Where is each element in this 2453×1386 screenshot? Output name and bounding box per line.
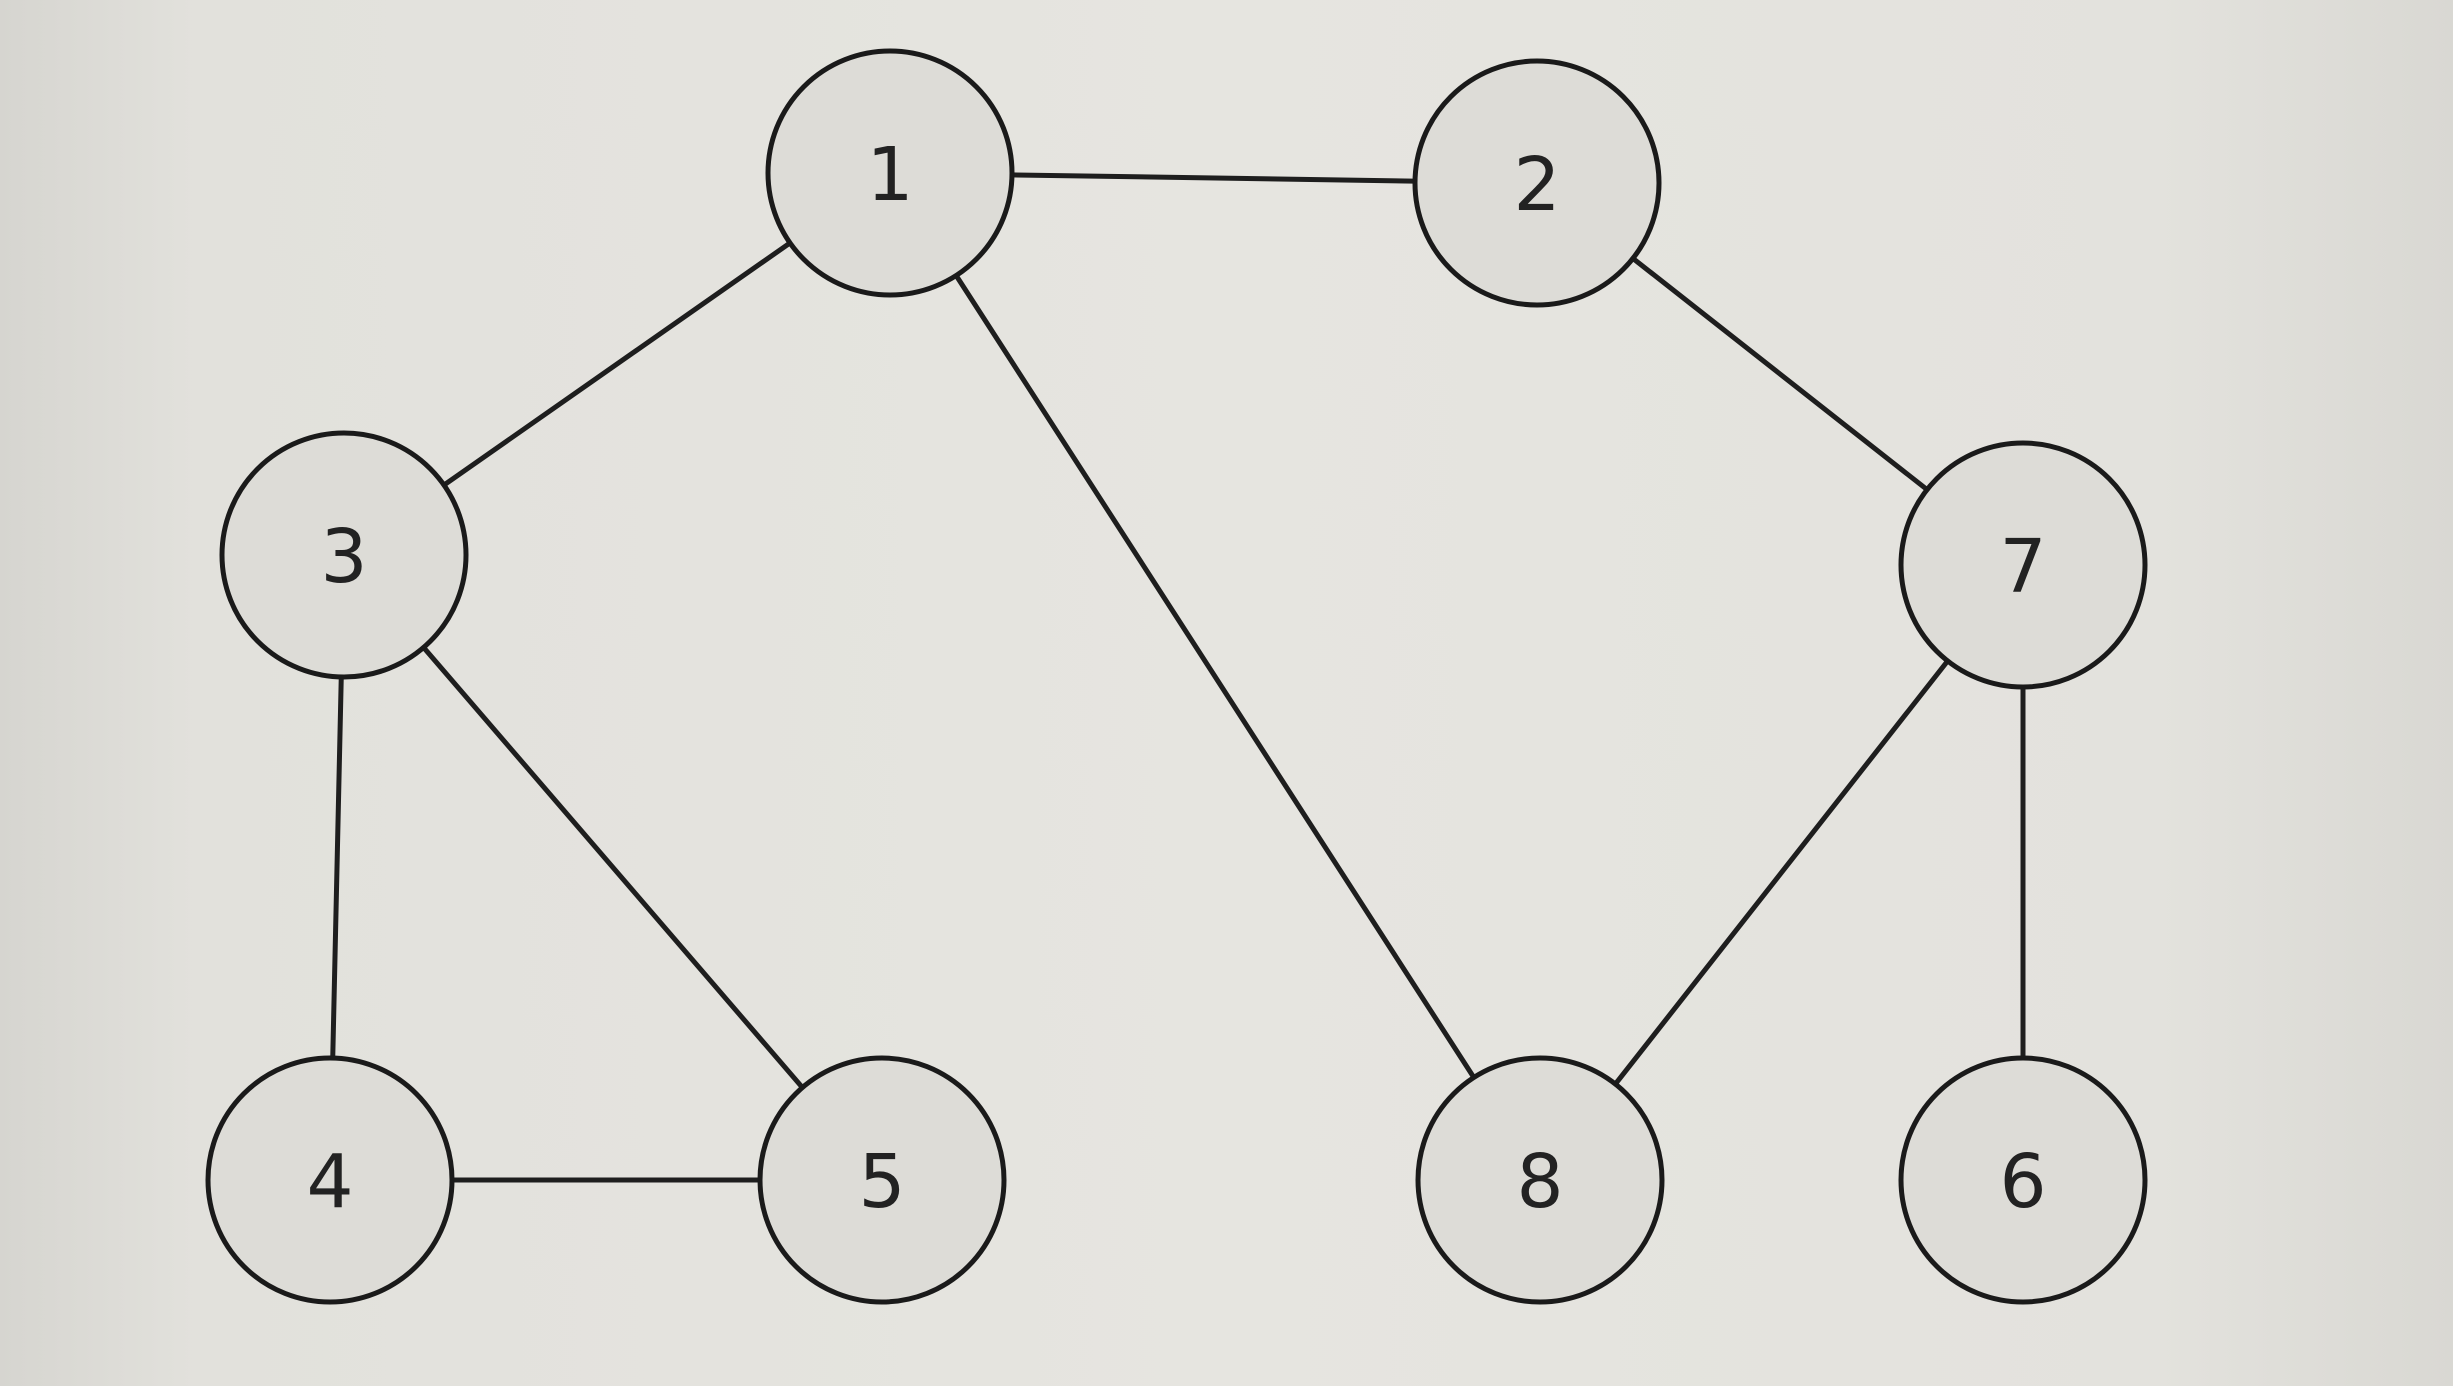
node-1: 1: [765, 48, 1015, 298]
node-label: 5: [858, 1139, 905, 1225]
node-circle: [757, 1055, 1007, 1305]
node-label: 2: [1513, 142, 1560, 228]
node-3: 3: [219, 430, 469, 680]
node-5: 5: [757, 1055, 1007, 1305]
node-circle: [1415, 1055, 1665, 1305]
node-circle: [765, 48, 1015, 298]
edge-1-8: [887, 170, 1543, 1183]
node-label: 8: [1516, 1139, 1563, 1225]
node-label: 1: [866, 132, 913, 218]
node-label: 4: [306, 1139, 353, 1225]
edge-3-5: [341, 552, 885, 1183]
node-7: 7: [1898, 440, 2148, 690]
node-circle: [1898, 1055, 2148, 1305]
node-circle: [219, 430, 469, 680]
node-label: 6: [1999, 1139, 2046, 1225]
edges-layer: [327, 170, 2026, 1183]
node-2: 2: [1412, 58, 1662, 308]
node-label: 3: [320, 514, 367, 600]
nodes-layer: 1 2 3 4 5 6 7 8: [205, 48, 2148, 1305]
node-circle: [1412, 58, 1662, 308]
node-label: 7: [1999, 524, 2046, 610]
node-4: 4: [205, 1055, 455, 1305]
node-circle: [1898, 440, 2148, 690]
edge-7-8: [1537, 562, 2026, 1183]
node-8: 8: [1415, 1055, 1665, 1305]
node-6: 6: [1898, 1055, 2148, 1305]
node-circle: [205, 1055, 455, 1305]
